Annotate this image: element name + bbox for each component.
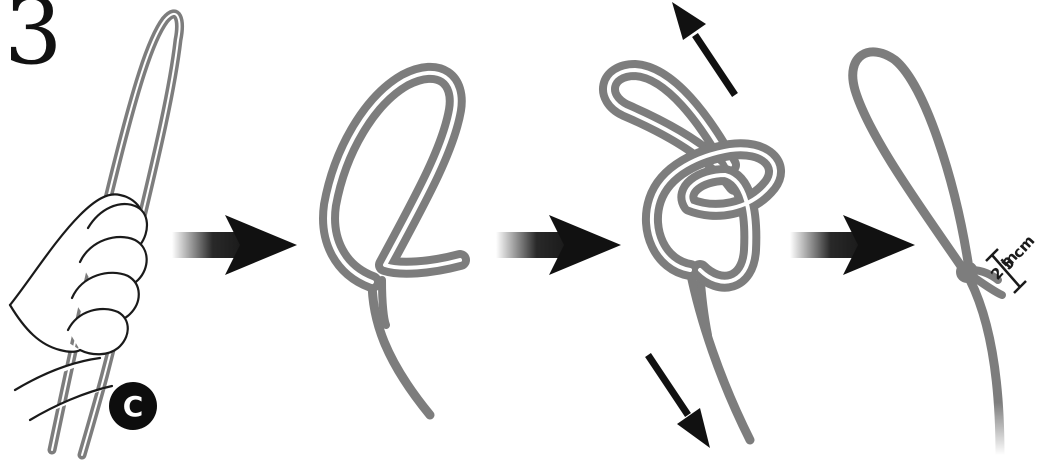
panel-tighten-knot [609, 70, 775, 440]
down-right-arrow-icon [648, 355, 710, 448]
knot-icon [956, 261, 978, 283]
panel-hold-doubled-rope [10, 14, 179, 455]
right-arrow-icon [496, 215, 621, 275]
step-badge: C [109, 382, 157, 430]
up-left-arrow-icon [672, 2, 735, 95]
right-arrow-icon [790, 215, 915, 275]
panel-form-loop [329, 73, 460, 415]
right-arrow-icon [172, 215, 297, 275]
